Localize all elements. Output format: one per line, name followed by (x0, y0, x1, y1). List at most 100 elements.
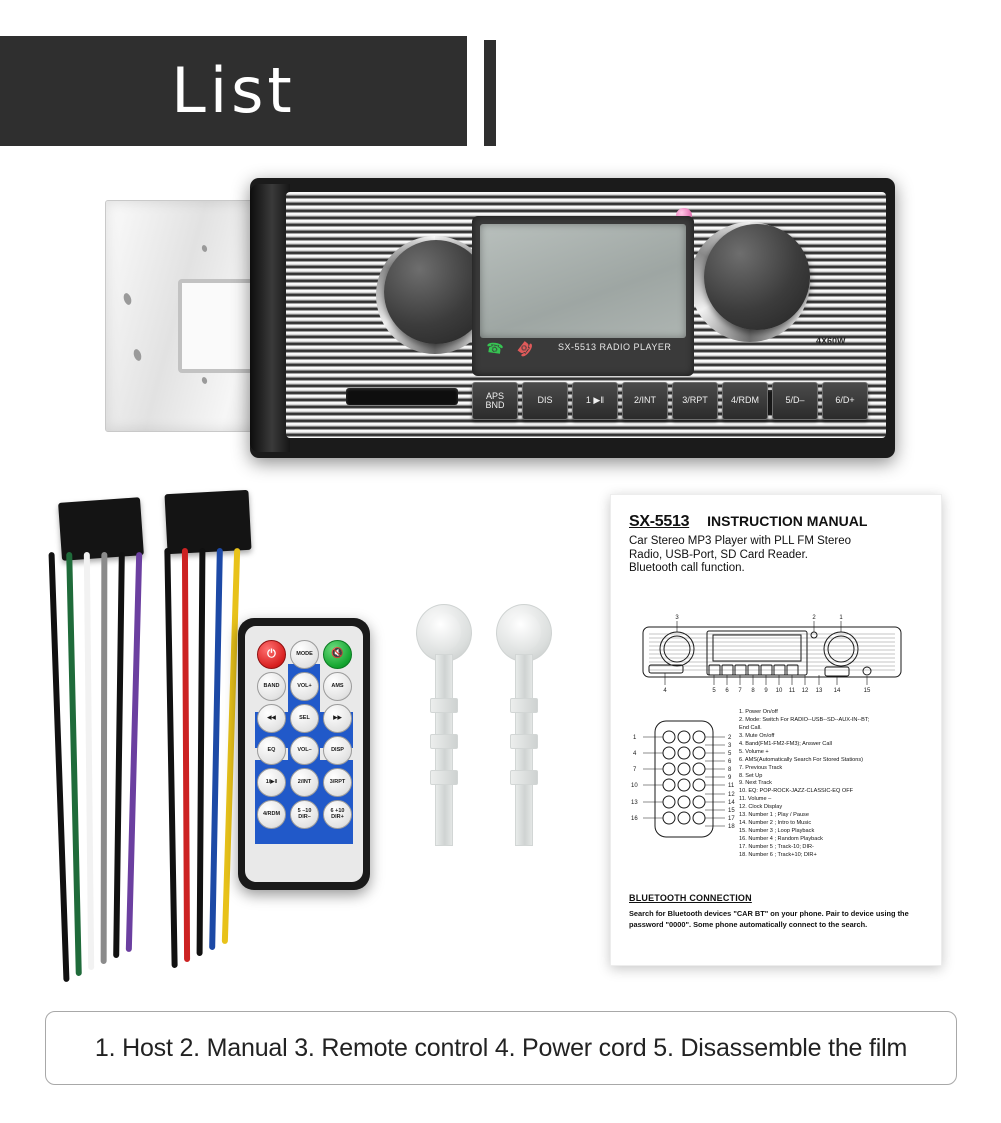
phone-answer-icon: ☎ (485, 338, 505, 358)
manual-function-item: 5. Volume + (739, 748, 769, 755)
volume-knob[interactable] (384, 240, 488, 344)
manual-subtitle-line: Car Stereo MP3 Player with PLL FM Stereo (629, 535, 851, 547)
remote-button[interactable]: 6 +10 DIR+ (323, 800, 352, 829)
remote-button[interactable]: SEL (290, 704, 319, 733)
remote-button[interactable]: 5 –10 DIR– (290, 800, 319, 829)
wire-strand (48, 552, 70, 982)
remote-button[interactable]: ⏻ (257, 640, 286, 669)
svg-text:3: 3 (728, 743, 732, 749)
radio-button[interactable]: DIS (522, 382, 568, 420)
lcd-screen (480, 224, 686, 338)
svg-text:7: 7 (633, 767, 637, 773)
manual-function-item: 7. Previous Track (739, 764, 783, 771)
radio-button[interactable]: 1 ▶ǁ (572, 382, 618, 420)
manual-function-item: 18. Number 6 ; Track+10; DIR+ (739, 851, 817, 858)
svg-text:6: 6 (725, 688, 729, 693)
key-shaft (435, 654, 453, 846)
remote-button[interactable]: MODE (290, 640, 319, 669)
svg-text:11: 11 (789, 688, 796, 693)
svg-text:1: 1 (633, 735, 637, 741)
manual-subtitle-line: Radio, USB-Port, SD Card Reader. (629, 548, 808, 561)
svg-text:13: 13 (631, 800, 638, 806)
svg-text:12: 12 (802, 688, 809, 693)
manual-function-item: 15. Number 3 ; Loop Playback (739, 828, 815, 835)
manual-function-item: 1. Power On/off (739, 709, 778, 715)
wire-strand (83, 551, 95, 971)
svg-text:5: 5 (712, 688, 716, 693)
manual-function-item: 4. Band(FM1-FM2-FM3); Answer Call (739, 740, 832, 747)
key-notch (430, 770, 458, 785)
disassemble-film-key-right (492, 604, 556, 846)
radio-button[interactable]: 2/INT (622, 382, 668, 420)
remote-button[interactable]: VOL+ (290, 672, 319, 701)
svg-text:14: 14 (834, 688, 841, 693)
display-panel: ☎ ☎ SX-5513 RADIO PLAYER (472, 216, 694, 376)
remote-button[interactable]: BAND (257, 672, 286, 701)
manual-function-item: 11. Volume – (739, 796, 772, 803)
wire-strand (164, 547, 178, 969)
remote-button[interactable]: VOL– (290, 736, 319, 765)
manual-function-item: 12. Clock Display (739, 804, 783, 811)
manual-function-item: 6. AMS(Automatically Search For Stored S… (739, 756, 864, 763)
caption-box: 1. Host 2. Manual 3. Remote control 4. P… (45, 1011, 957, 1085)
svg-text:4: 4 (633, 751, 637, 757)
tuning-knob[interactable] (704, 224, 810, 330)
svg-text:2: 2 (728, 735, 732, 741)
sleeve-dimple (132, 348, 143, 362)
svg-text:17: 17 (728, 816, 735, 822)
remote-button[interactable]: DISP (323, 736, 352, 765)
wire-strand (196, 547, 206, 957)
svg-text:7: 7 (738, 688, 742, 693)
remote-button[interactable]: AMS (323, 672, 352, 701)
svg-text:10: 10 (776, 688, 783, 693)
radio-button[interactable]: 5/D– (772, 382, 818, 420)
remote-button[interactable]: EQ (257, 736, 286, 765)
remote-button[interactable]: ▶▶ (323, 704, 352, 733)
bluetooth-section-heading: BLUETOOTH CONNECTION (629, 893, 752, 903)
radio-button[interactable]: 3/RPT (672, 382, 718, 420)
svg-text:1: 1 (839, 615, 843, 621)
key-notch (510, 770, 538, 785)
radio-button[interactable]: 4/RDM (722, 382, 768, 420)
sleeve-dimple (122, 292, 133, 306)
svg-text:16: 16 (631, 816, 638, 822)
wire-connector-right (164, 489, 252, 555)
manual-function-item: 16. Number 4 ; Random Playback (739, 836, 823, 842)
wire-strand (100, 551, 108, 965)
manual-function-item: End Call. (739, 724, 762, 731)
remote-button[interactable]: 3/RPT (323, 768, 352, 797)
svg-text:15: 15 (864, 688, 871, 693)
svg-text:3: 3 (675, 615, 679, 621)
bluetooth-section-text: Search for Bluetooth devices "CAR BT" on… (629, 909, 909, 929)
remote-button[interactable]: 🔇 (323, 640, 352, 669)
wire-strand (209, 547, 223, 951)
header-banner: List (0, 36, 467, 146)
sleeve-dimple (201, 244, 208, 253)
remote-button[interactable]: ◀◀ (257, 704, 286, 733)
sleeve-dimple (201, 376, 208, 385)
manual-function-item: 3. Mute On/off (739, 732, 775, 739)
svg-text:14: 14 (728, 800, 735, 806)
remote-button[interactable]: 1/▶ǁ (257, 768, 286, 797)
key-notch (430, 734, 458, 749)
manual-function-item: 17. Number 5 ; Track-10; DIR- (739, 843, 814, 850)
svg-text:10: 10 (631, 783, 638, 789)
manual-function-item: 14. Number 2 ; Intro to Music (739, 820, 812, 827)
manual-function-item: 8. Set Up (739, 772, 763, 779)
wire-strand (181, 547, 191, 963)
svg-text:9: 9 (764, 688, 768, 693)
radio-button[interactable]: 6/D+ (822, 382, 868, 420)
wire-strand (113, 551, 125, 959)
power-cord-harness (48, 489, 268, 990)
remote-button[interactable]: 2/INT (290, 768, 319, 797)
key-head (416, 604, 472, 662)
sd-card-slot[interactable] (346, 388, 458, 405)
remote-button[interactable]: 4/RDM (257, 800, 286, 829)
svg-text:8: 8 (728, 767, 732, 773)
